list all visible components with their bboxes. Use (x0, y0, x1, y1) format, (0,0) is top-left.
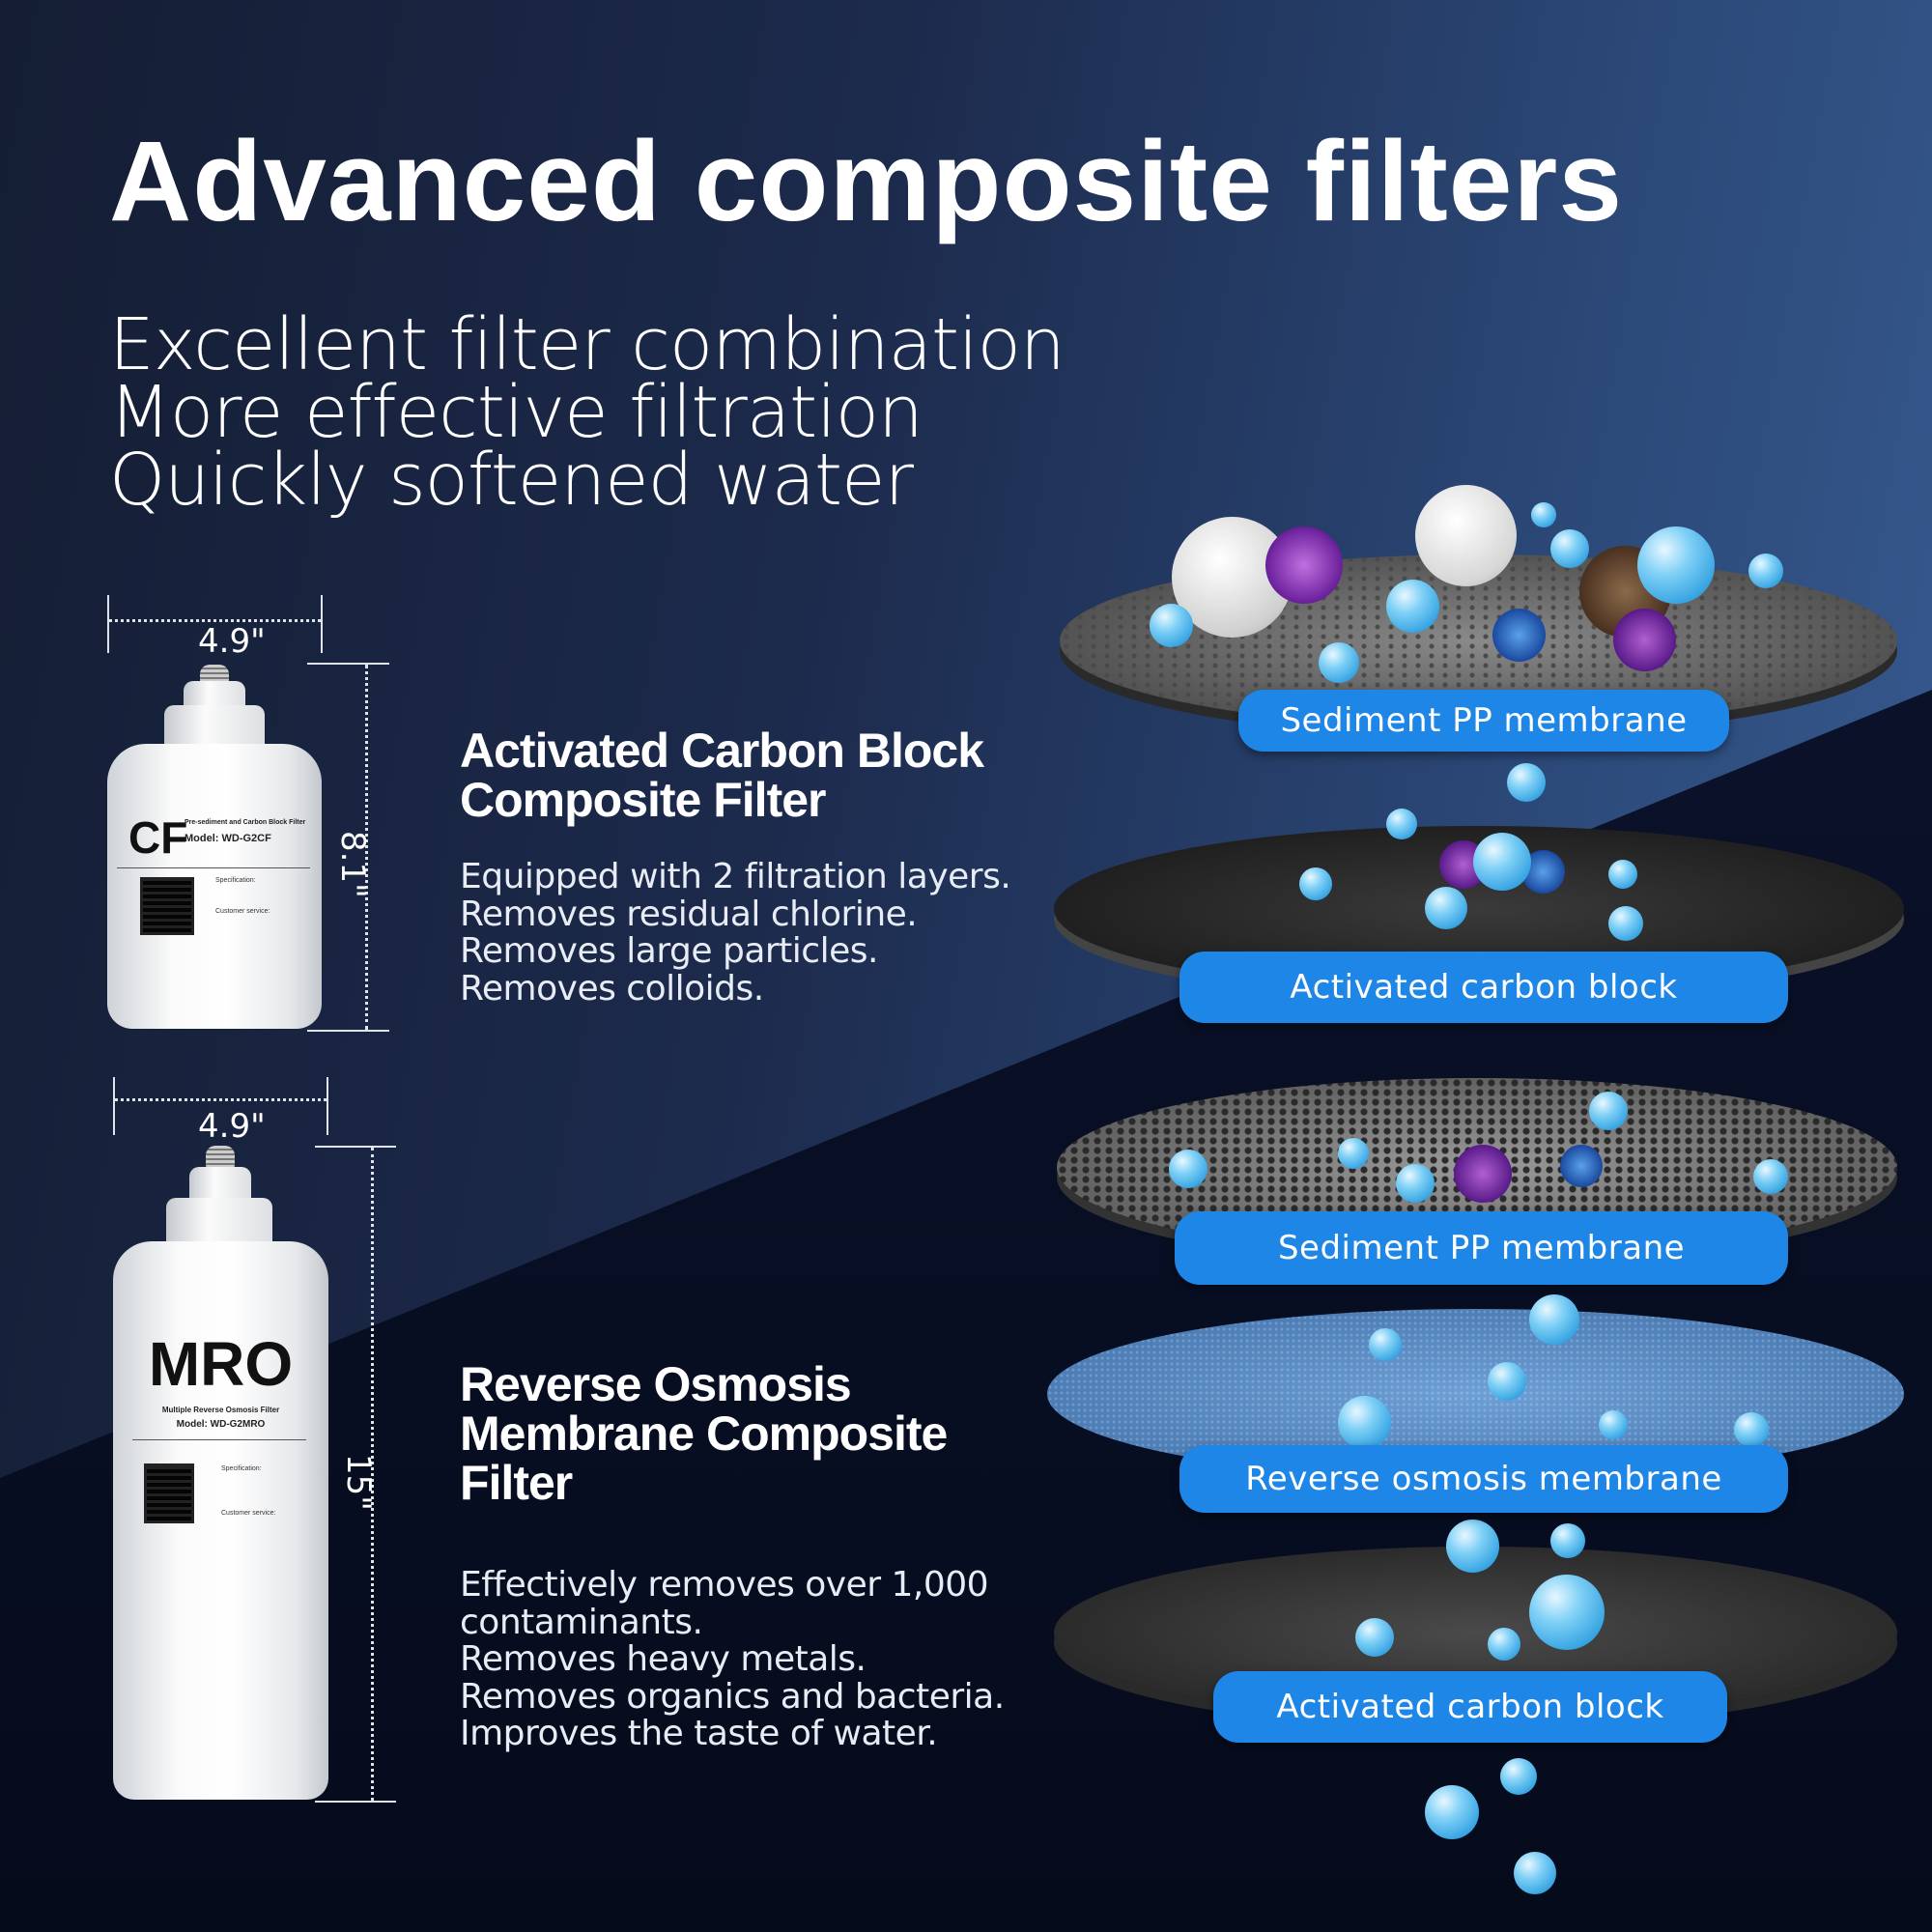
mro-heading: Reverse Osmosis Membrane Composite Filte… (460, 1357, 948, 1510)
mro-spec-label: Specification: (221, 1465, 262, 1472)
mro-features: Effectively removes over 1,000 contamina… (460, 1565, 1005, 1753)
feature-item: Improves the taste of water. (460, 1714, 938, 1753)
cf-height-label: 8.1" (333, 831, 372, 898)
cf-heading: Activated Carbon Block Composite Filter (460, 724, 984, 827)
bacteria-icon (1265, 526, 1343, 604)
bacteria-icon (1454, 1145, 1512, 1203)
bacteria-icon (1492, 609, 1546, 662)
particle-icon (1415, 485, 1517, 586)
layer-label: Sediment PP membrane (1238, 690, 1729, 752)
feature-item: Removes colloids. (460, 968, 764, 1009)
bacteria-icon (1613, 609, 1676, 671)
heading-line: Filter (460, 1456, 573, 1510)
qr-code-icon (140, 877, 194, 935)
cf-spec-label: Specification: (215, 877, 256, 884)
cf-service-label: Customer service: (215, 908, 270, 915)
subtitle-line: Quickly softened water (109, 439, 914, 522)
cf-width-label: 4.9" (198, 622, 266, 661)
subtitle-line: More effective filtration (109, 371, 923, 454)
feature-item: Removes residual chlorine. (460, 894, 918, 934)
layer-label: Reverse osmosis membrane (1179, 1445, 1788, 1513)
layer-label: Sediment PP membrane (1175, 1211, 1788, 1285)
feature-item: contaminants. (460, 1602, 703, 1642)
feature-item: Removes large particles. (460, 931, 878, 971)
feature-item: Removes heavy metals. (460, 1639, 867, 1679)
feature-item: Removes organics and bacteria. (460, 1676, 1005, 1717)
mro-label-model: Model: WD-G2MRO (176, 1419, 266, 1430)
page-title: Advanced composite filters (109, 118, 1623, 245)
heading-line: Reverse Osmosis (460, 1357, 852, 1411)
cf-label-model: Model: WD-G2CF (185, 833, 271, 844)
mro-width-label: 4.9" (198, 1107, 266, 1146)
heading-line: Activated Carbon Block (460, 724, 984, 778)
heading-line: Membrane Composite (460, 1406, 948, 1461)
layer-label: Activated carbon block (1213, 1671, 1727, 1743)
mro-label-name: Multiple Reverse Osmosis Filter (161, 1406, 280, 1414)
feature-item: Effectively removes over 1,000 (460, 1565, 989, 1605)
bacteria-icon (1560, 1145, 1603, 1187)
subtitle-line: Excellent filter combination (109, 303, 1065, 386)
feature-item: Equipped with 2 filtration layers. (460, 857, 1011, 896)
mro-label-code: MRO (148, 1329, 294, 1399)
mro-service-label: Customer service: (221, 1510, 276, 1517)
layer-label: Activated carbon block (1179, 952, 1788, 1023)
cf-label-code: CF (128, 812, 188, 863)
qr-code-icon (144, 1463, 194, 1523)
cf-features: Equipped with 2 filtration layers. Remov… (460, 857, 1011, 1009)
heading-line: Composite Filter (460, 773, 826, 827)
cf-label-name: Pre-sediment and Carbon Block Filter (185, 819, 306, 826)
mro-height-label: 15" (339, 1454, 378, 1511)
